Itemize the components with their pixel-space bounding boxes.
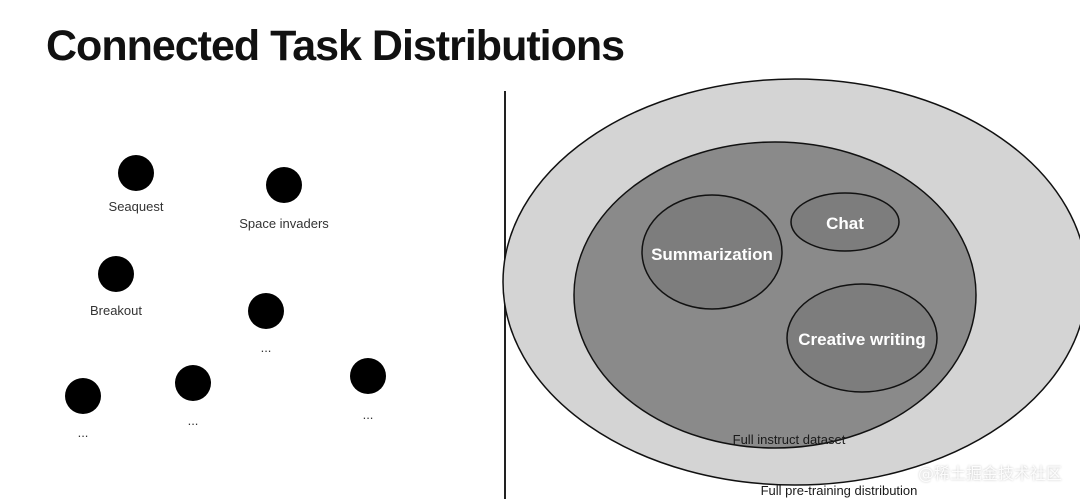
task-dot-ellipsis (248, 293, 284, 329)
summarization-label: Summarization (651, 245, 773, 264)
task-label-ellipsis: ... (260, 340, 272, 355)
summarization-circle (641, 194, 783, 310)
task-label-space-invaders: Space invaders (239, 216, 329, 231)
pretraining-distribution-label: Full pre-training distribution (761, 483, 918, 498)
creative-writing-label: Creative writing (798, 330, 926, 349)
task-label-ellipsis: ... (77, 425, 89, 440)
task-dot-ellipsis (175, 365, 211, 401)
instruct-dataset-ellipse (573, 141, 977, 449)
task-label-ellipsis: ... (187, 413, 199, 428)
creative-writing-circle (786, 283, 938, 393)
watermark: @稀土掘金技术社区 (917, 464, 1062, 483)
task-dot-space-invaders (266, 167, 302, 203)
task-dot-ellipsis (350, 358, 386, 394)
chat-label: Chat (826, 214, 864, 233)
instruct-dataset-label: Full instruct dataset (733, 432, 846, 447)
task-dot-breakout (98, 256, 134, 292)
task-label-ellipsis: ... (362, 407, 374, 422)
task-dot-ellipsis (65, 378, 101, 414)
chat-circle (790, 192, 900, 252)
task-label-seaquest: Seaquest (108, 199, 164, 214)
slide-title: Connected Task Distributions (46, 22, 625, 70)
task-dot-seaquest (118, 155, 154, 191)
task-label-breakout: Breakout (89, 303, 143, 318)
